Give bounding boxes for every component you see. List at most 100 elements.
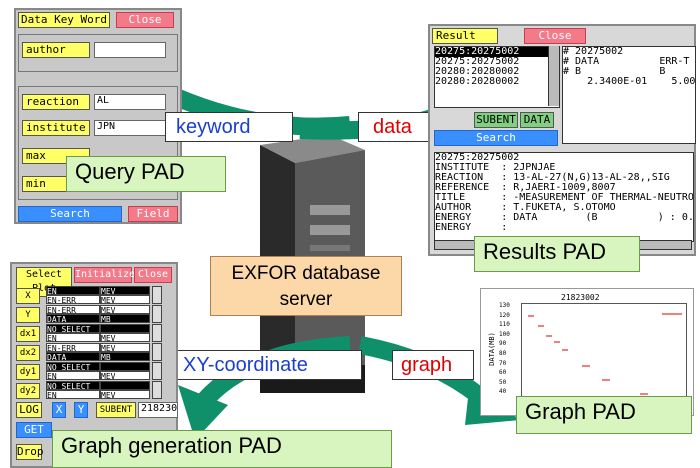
axis-select-scrollbar[interactable]: [152, 305, 162, 323]
axis-select-scrollbar[interactable]: [152, 362, 162, 380]
axis-label-dy2: dy2: [16, 383, 40, 399]
detail-line: REACTION : 13-AL-27(N,G)13-AL-28,,SIG: [435, 172, 670, 183]
axis-select-cell[interactable]: [100, 362, 150, 371]
graph-y-tick: 60: [499, 369, 507, 377]
author-input[interactable]: [94, 42, 166, 58]
graph-gen-pad-caption: Graph generation PAD: [52, 430, 392, 468]
axis-select-cell[interactable]: EN-ERR: [46, 305, 100, 314]
keyword-label: keyword: [165, 112, 293, 142]
results-pad-title: Result: [432, 28, 498, 44]
y-log-button[interactable]: Y: [74, 402, 88, 418]
axis-select-cell[interactable]: MB: [100, 352, 150, 361]
graph-ylabel: DATA(MB): [487, 332, 496, 366]
initialize-button[interactable]: Initialize: [74, 267, 135, 283]
results-right-view: # 20275002 # DATA ERR-T # B B 2.3400E-01…: [562, 46, 696, 144]
get-button[interactable]: GET: [16, 422, 52, 438]
query-close-button[interactable]: Close: [116, 12, 174, 28]
graph-y-tick: 110: [499, 321, 510, 329]
axis-select-cell[interactable]: MEV: [100, 371, 150, 380]
field-button[interactable]: Field: [128, 206, 178, 222]
graph-y-tick: 130: [499, 302, 510, 309]
axis-select-cell[interactable]: MEV: [100, 333, 150, 342]
reaction-input[interactable]: AL: [94, 94, 166, 110]
subent-label: SUBENT: [96, 402, 136, 418]
results-list-item[interactable]: 20275:20275002: [435, 56, 520, 67]
axis-select-cell[interactable]: MEV: [100, 305, 150, 314]
results-list-item[interactable]: 20275:20275002: [435, 47, 559, 57]
graph-y-tick: 80: [499, 349, 507, 357]
results-list-item[interactable]: 20280:20280002: [435, 66, 520, 77]
axis-select-scrollbar[interactable]: [152, 286, 162, 304]
graph-points: [528, 313, 682, 395]
axis-select-cell[interactable]: EN: [46, 371, 100, 380]
axis-select-cell[interactable]: DATA: [46, 352, 100, 361]
axis-select-cell[interactable]: MEV: [100, 390, 150, 399]
results-search-button[interactable]: Search: [434, 130, 558, 146]
xy-label: XY-coordinate: [172, 350, 362, 380]
server-label-line1: EXFOR database: [231, 263, 381, 284]
results-list-scrollbar[interactable]: [548, 46, 559, 106]
detail-line: TITLE : -MEASUREMENT OF THERMAL-NEUTRON …: [435, 192, 694, 203]
axis-label-y: Y: [16, 307, 40, 323]
results-pad-caption: Results PAD: [474, 236, 640, 272]
axis-select-cell[interactable]: MEV: [100, 343, 150, 352]
axis-select-cell[interactable]: MEV: [100, 286, 150, 295]
axis-select-cell[interactable]: [100, 381, 150, 390]
result-line: # DATA ERR-T: [563, 56, 690, 67]
server-label-line2: server: [279, 289, 333, 310]
data-button[interactable]: DATA: [520, 112, 554, 128]
detail-line: 20275:20275002: [435, 152, 520, 163]
field-label-reaction: reaction: [22, 94, 90, 110]
query-pad: Data Key Word Close author reaction AL i…: [14, 8, 182, 224]
axis-select-cell[interactable]: [100, 324, 150, 333]
log-button[interactable]: LOG: [16, 402, 42, 418]
server-label: EXFOR database server: [210, 256, 402, 316]
graph-y-tick: 90: [499, 340, 507, 348]
drop-button[interactable]: Drop: [16, 444, 44, 460]
results-list[interactable]: 20275:20275002 20275:20275002 20280:2028…: [434, 46, 560, 108]
xy-arrow-head: [178, 385, 228, 440]
subent-value-input[interactable]: 2182300: [138, 402, 178, 418]
axis-select-cell[interactable]: EN: [46, 390, 100, 399]
graph-label: graph: [392, 350, 474, 380]
result-line: # B B: [563, 66, 666, 77]
x-log-button[interactable]: X: [52, 402, 66, 418]
axis-select-cell[interactable]: NO SELECT: [46, 324, 100, 333]
graph-pad-caption: Graph PAD: [516, 396, 692, 434]
graph-y-tick: 50: [499, 378, 507, 386]
results-close-button[interactable]: Close: [524, 28, 586, 44]
query-pad-caption: Query PAD: [66, 156, 226, 192]
field-label-institute: institute: [22, 120, 90, 136]
axis-select-cell[interactable]: DATA: [46, 314, 100, 323]
graph-y-tick: 120: [499, 311, 510, 319]
axis-select-cell[interactable]: MEV: [100, 295, 150, 304]
query-fields-frame: [18, 34, 178, 72]
graph-gen-close-button[interactable]: Close: [134, 267, 172, 283]
query-pad-title: Data Key Word: [18, 12, 110, 28]
graph-plot-area: [521, 303, 687, 401]
axis-select-cell[interactable]: NO SELECT: [46, 362, 100, 371]
axis-select-cell[interactable]: EN: [46, 333, 100, 342]
axis-label-dx2: dx2: [16, 345, 40, 361]
axis-select-cell[interactable]: EN: [46, 286, 100, 295]
axis-select-cell[interactable]: NO SELECT: [46, 381, 100, 390]
detail-line: AUTHOR : T.FUKETA, S.OTOMO: [435, 202, 616, 213]
axis-select-scrollbar[interactable]: [152, 381, 162, 399]
result-line: 2.3400E-01 5.0000E-0: [587, 76, 696, 87]
results-list-item[interactable]: 20280:20280002: [435, 76, 520, 87]
results-detail: 20275:20275002 INSTITUTE : 2JPNJAE REACT…: [434, 152, 694, 242]
graph-y-tick: 70: [499, 359, 507, 367]
graph-y-tick: 100: [499, 330, 510, 338]
axis-select-scrollbar[interactable]: [152, 324, 162, 342]
axis-label-dy1: dy1: [16, 364, 40, 380]
subent-button[interactable]: SUBENT: [474, 112, 518, 128]
search-button[interactable]: Search: [18, 206, 122, 222]
axis-select-cell[interactable]: EN-ERR: [46, 295, 100, 304]
axis-select-scrollbar[interactable]: [152, 343, 162, 361]
axis-select-cell[interactable]: EN-ERR: [46, 343, 100, 352]
institute-input[interactable]: JPN: [94, 120, 166, 136]
detail-line: INSTITUTE : 2JPNJAE: [435, 162, 556, 173]
axis-select-cell[interactable]: MB: [100, 314, 150, 323]
